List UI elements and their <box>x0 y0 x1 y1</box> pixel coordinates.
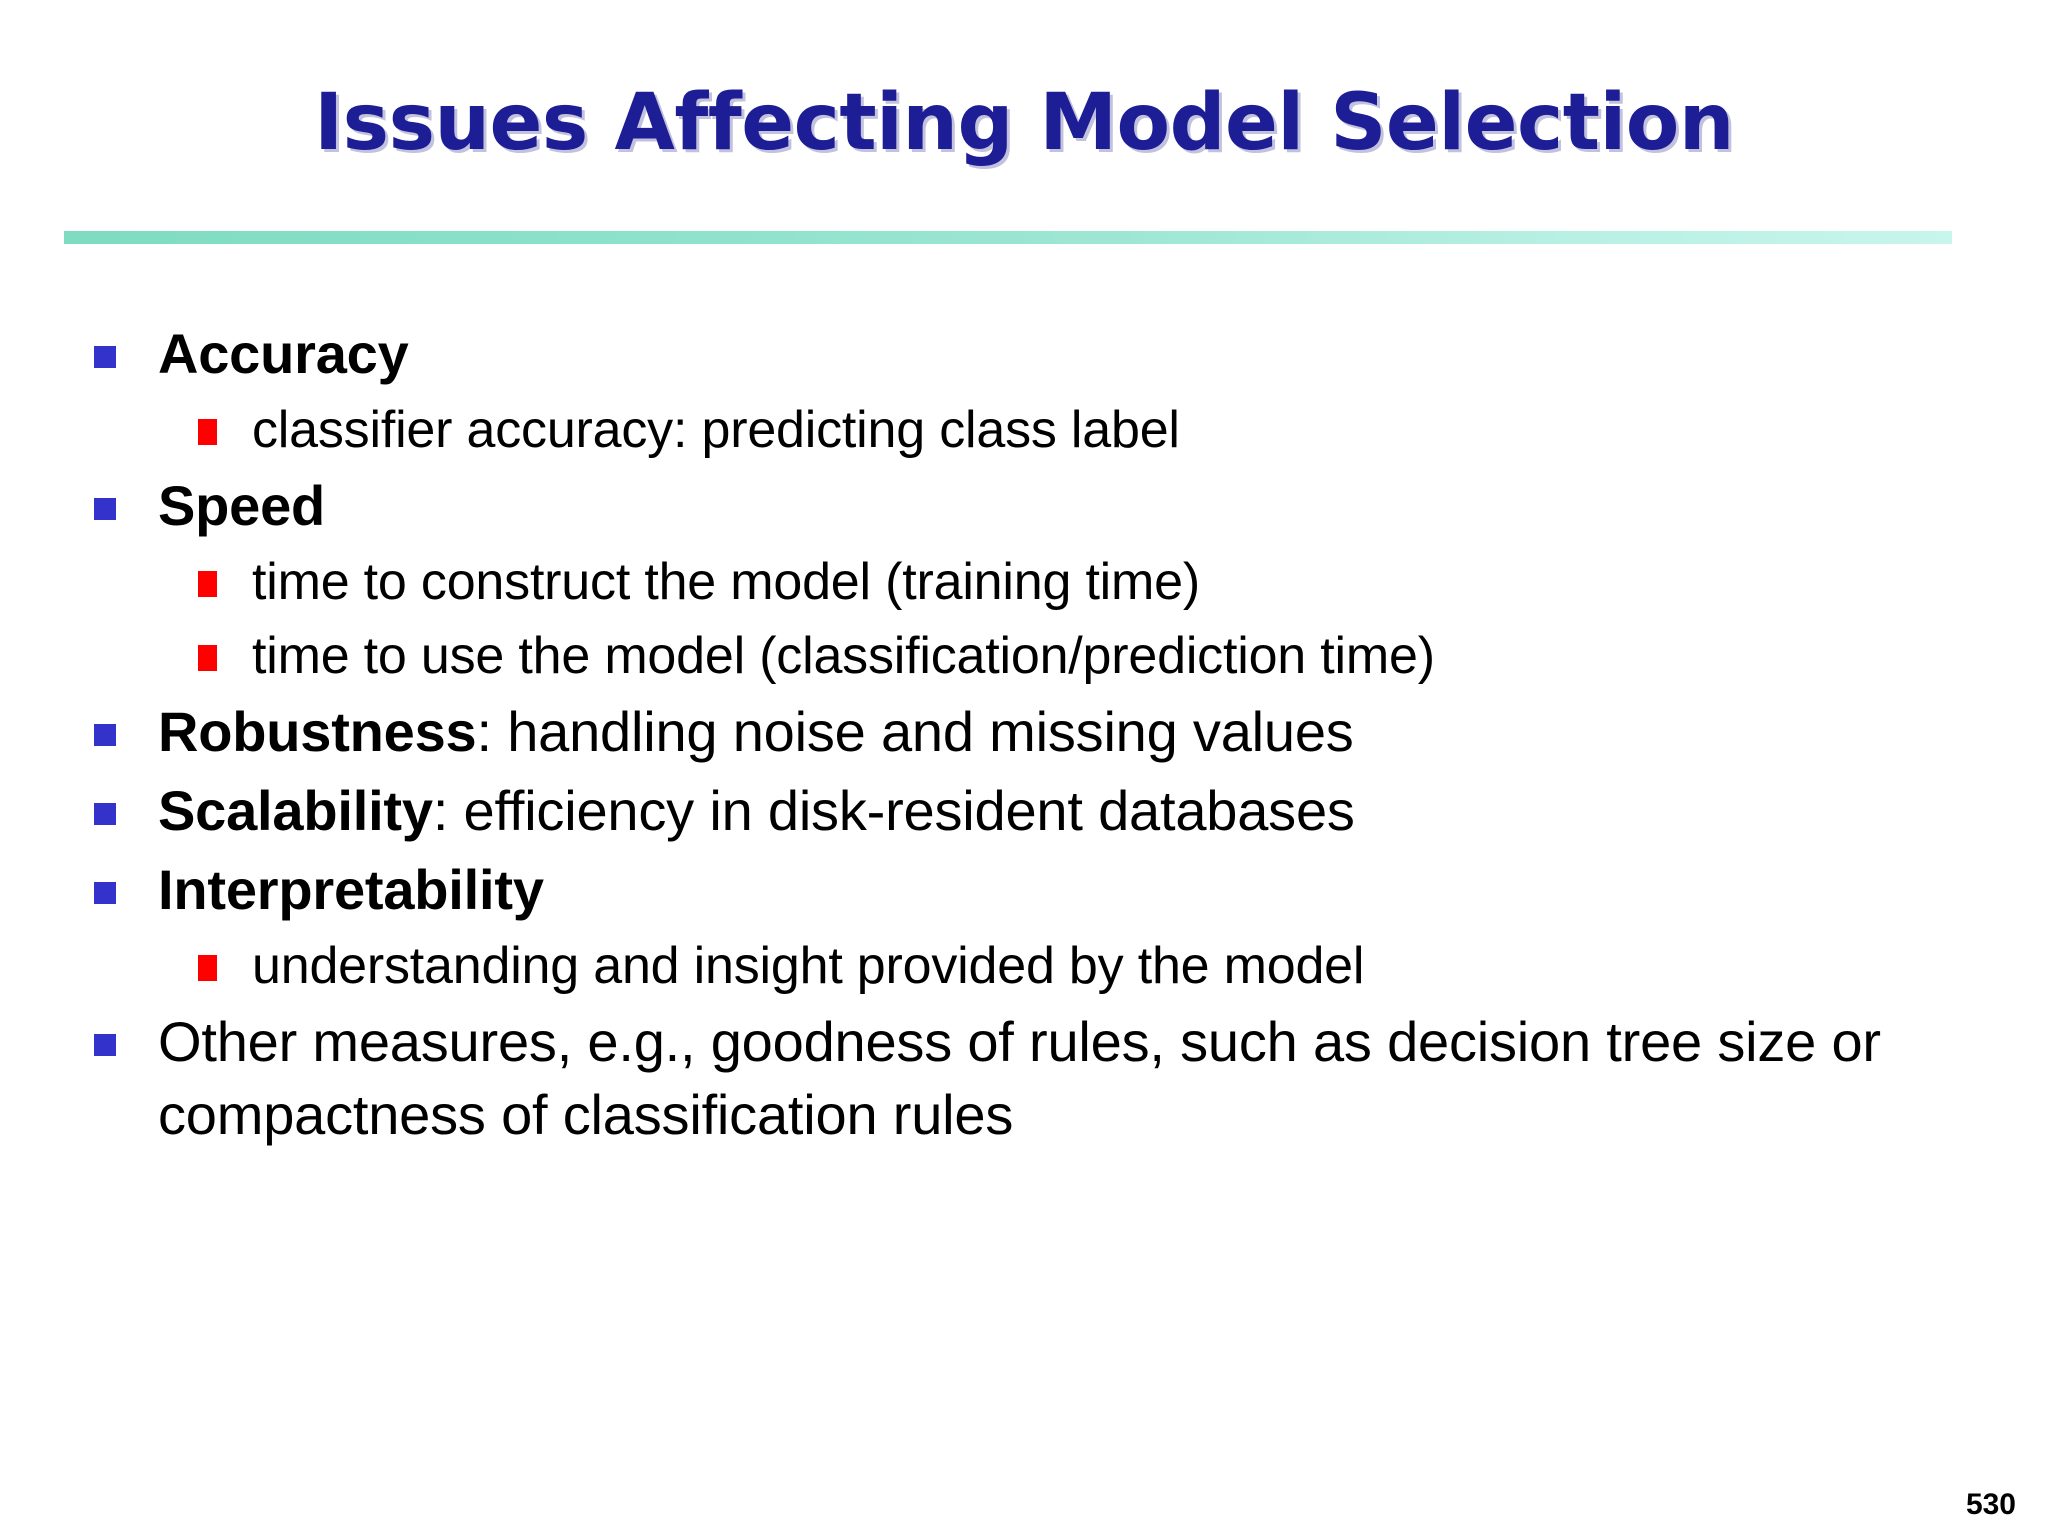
bullet-term: Speed <box>158 474 326 538</box>
red-square-bullet-icon <box>198 954 217 981</box>
blue-square-bullet-icon <box>94 881 116 904</box>
bullet-description: time to construct the model (training ti… <box>252 553 1200 612</box>
bullet-term: Accuracy <box>158 322 409 385</box>
bullet-term: Scalability <box>158 779 433 843</box>
title-divider-rule <box>64 231 1952 244</box>
bullet-text: Accuracy <box>158 318 409 391</box>
bullet-item-level1: Speed <box>78 470 1978 543</box>
bullet-text: Interpretability <box>158 854 544 927</box>
bullet-term: Interpretability <box>158 857 544 921</box>
bullet-item-level1: Robustness: handling noise and missing v… <box>78 696 1978 769</box>
bullet-item-level2: time to construct the model (training ti… <box>78 549 1978 617</box>
bullet-text: time to construct the model (training ti… <box>252 549 1200 617</box>
bullet-item-level1: Interpretability <box>78 854 1978 927</box>
bullet-item-level1: Other measures, e.g., goodness of rules,… <box>78 1006 1978 1152</box>
bullet-text: time to use the model (classification/pr… <box>252 623 1435 691</box>
bullet-item-level1: Scalability: efficiency in disk-resident… <box>78 775 1978 848</box>
blue-square-bullet-icon <box>94 803 116 826</box>
bullet-term: Robustness <box>158 700 477 764</box>
red-square-bullet-icon <box>198 644 217 671</box>
red-square-bullet-icon <box>198 571 217 598</box>
slide-title: Issues Affecting Model Selection <box>314 78 1734 168</box>
bullet-description: : efficiency in disk-resident databases <box>432 779 1355 843</box>
blue-square-bullet-icon <box>94 724 116 747</box>
blue-square-bullet-icon <box>94 1034 116 1057</box>
blue-square-bullet-icon <box>94 346 116 368</box>
bullet-description: time to use the model (classification/pr… <box>252 626 1435 685</box>
red-square-bullet-icon <box>198 418 217 445</box>
bullet-description: classifier accuracy: predicting class la… <box>252 400 1180 459</box>
bullet-description: Other measures, e.g., goodness of rules,… <box>158 1010 1881 1147</box>
bullet-list: Accuracy classifier accuracy: predicting … <box>78 318 1978 1158</box>
bullet-text: understanding and insight provided by th… <box>252 933 1364 1001</box>
bullet-item-level2: understanding and insight provided by th… <box>78 933 1978 1001</box>
page-number: 530 <box>1965 1488 2016 1521</box>
blue-square-bullet-icon <box>94 498 116 521</box>
bullet-item-level1: Accuracy <box>78 318 1978 391</box>
bullet-text: Robustness: handling noise and missing v… <box>158 696 1354 769</box>
bullet-item-level2: time to use the model (classification/pr… <box>78 623 1978 691</box>
bullet-text: classifier accuracy: predicting class la… <box>252 397 1180 465</box>
bullet-text: Speed <box>158 470 325 543</box>
bullet-item-level2: classifier accuracy: predicting class la… <box>78 397 1978 465</box>
bullet-text: Scalability: efficiency in disk-resident… <box>158 775 1355 848</box>
bullet-text: Other measures, e.g., goodness of rules,… <box>158 1006 1978 1152</box>
bullet-description: understanding and insight provided by th… <box>252 936 1365 995</box>
bullet-description: : handling noise and missing values <box>476 700 1354 764</box>
